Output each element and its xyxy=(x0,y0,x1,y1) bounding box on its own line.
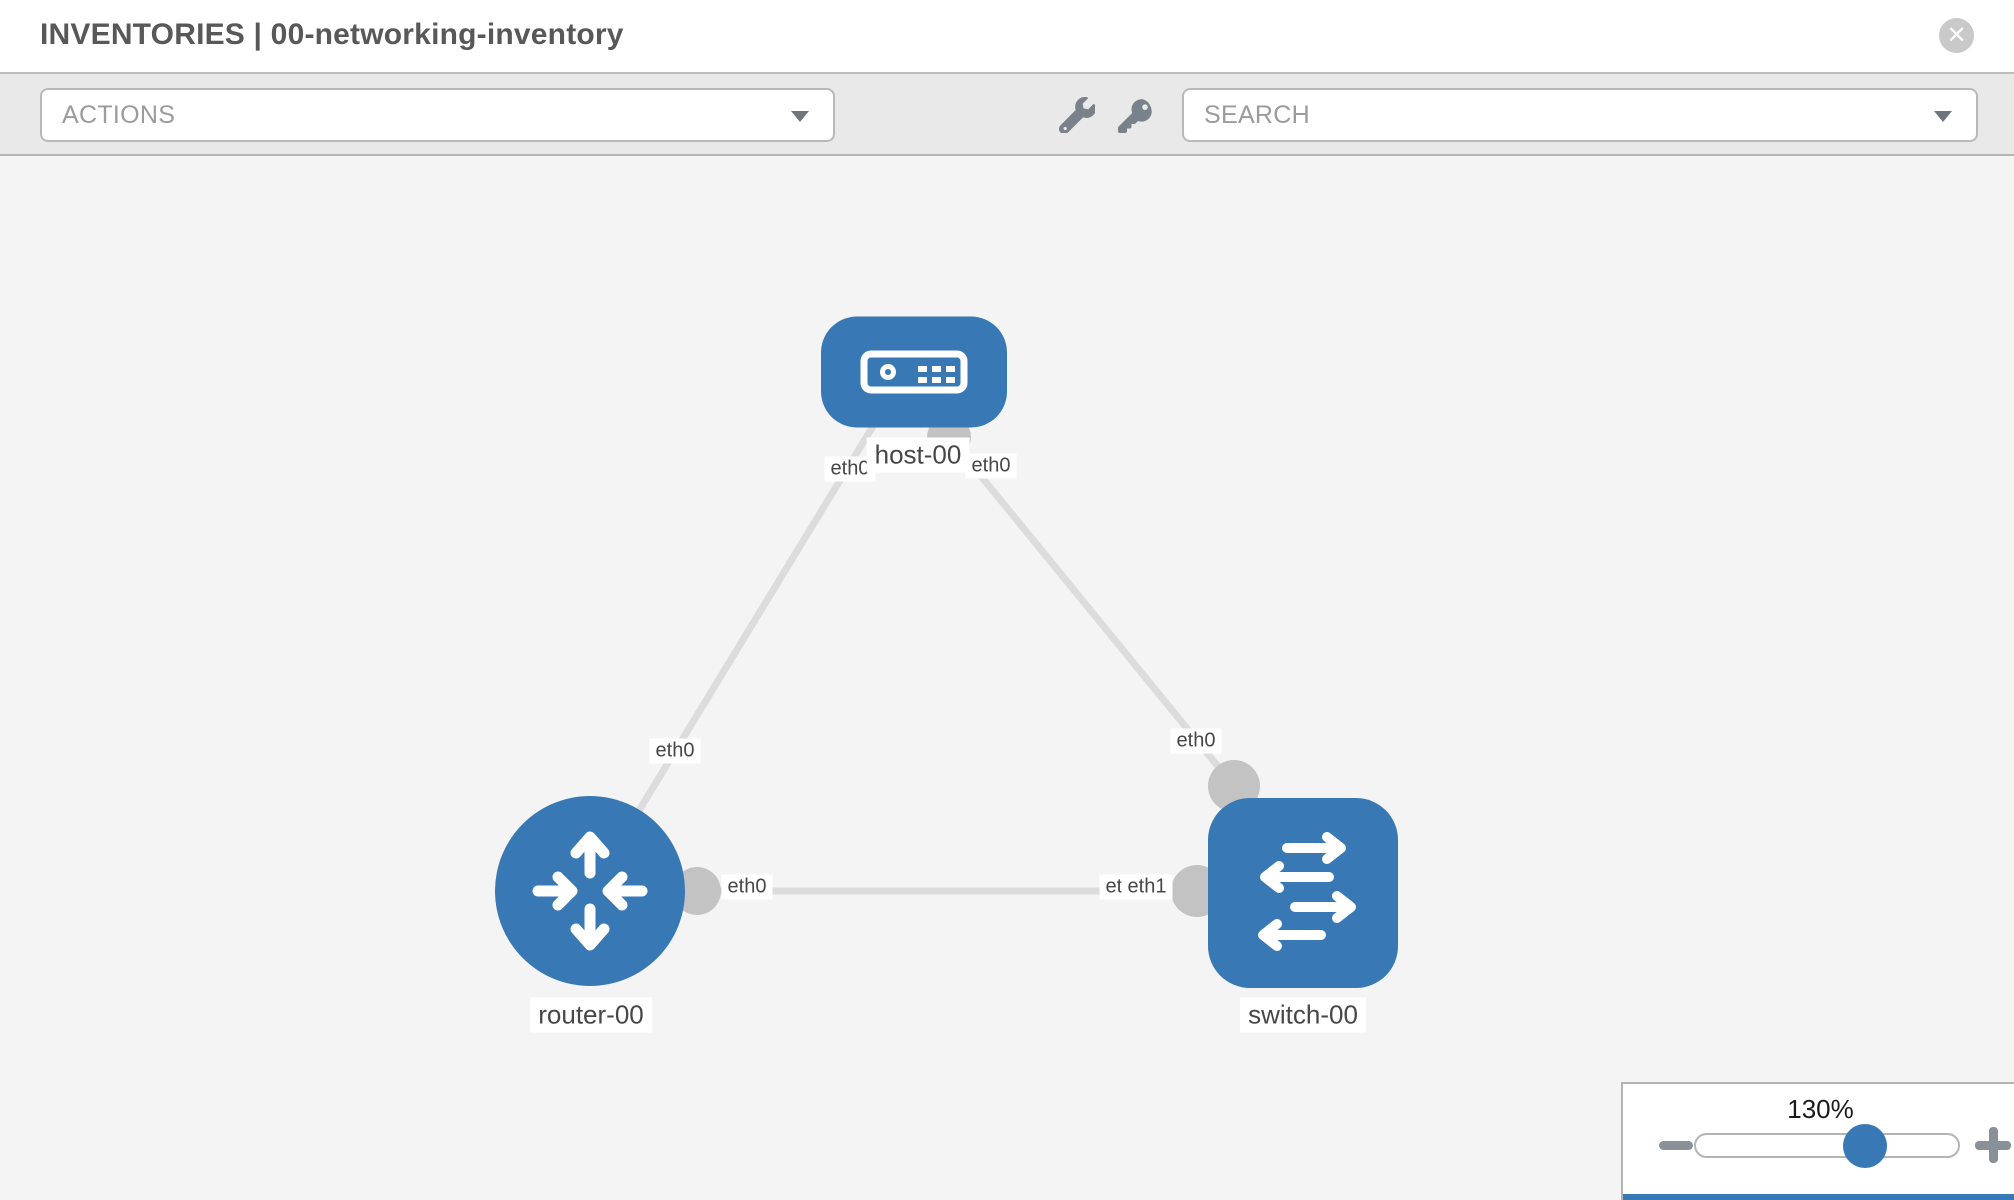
topology-canvas[interactable]: eth0eth0eth0eth0eth0eth0eth1host-00route… xyxy=(0,156,2014,1200)
search-dropdown-label: SEARCH xyxy=(1204,100,1310,129)
close-icon: ✕ xyxy=(1946,22,1967,49)
interface-label-switch-side-eth1: eth1 xyxy=(1121,874,1173,900)
search-dropdown[interactable]: SEARCH xyxy=(1182,88,1978,142)
interface-label-host-right-eth0: eth0 xyxy=(965,453,1017,479)
chevron-down-icon xyxy=(791,111,809,122)
bottom-accent-bar xyxy=(1623,1194,2014,1200)
zoom-panel: 130% xyxy=(1621,1082,2014,1200)
node-host-00[interactable] xyxy=(821,316,1007,428)
interface-label-router-side-eth0: eth0 xyxy=(721,874,773,900)
node-label-switch-00[interactable]: switch-00 xyxy=(1240,997,1366,1033)
interface-label-switch-link-eth0: eth0 xyxy=(1170,728,1222,754)
host-icon xyxy=(860,350,968,394)
actions-dropdown[interactable]: ACTIONS xyxy=(40,88,835,142)
zoom-slider-track[interactable] xyxy=(1694,1133,1960,1158)
host-shape[interactable] xyxy=(821,316,1007,428)
topology-labels: eth0eth0eth0eth0eth0eth0eth1host-00route… xyxy=(0,156,2014,1200)
configure-button[interactable] xyxy=(1050,88,1104,142)
interface-label-router-link-eth0: eth0 xyxy=(649,738,701,764)
switch-icon xyxy=(1258,832,1356,951)
credentials-button[interactable] xyxy=(1109,88,1163,142)
zoom-out-button[interactable] xyxy=(1659,1141,1693,1150)
close-button[interactable]: ✕ xyxy=(1939,18,1974,53)
node-label-router-00[interactable]: router-00 xyxy=(530,997,652,1033)
router-icon xyxy=(532,831,648,951)
link-host-switch[interactable] xyxy=(946,434,1237,789)
node-switch-00[interactable] xyxy=(1208,798,1398,988)
node-router-00[interactable] xyxy=(495,796,685,986)
actions-dropdown-label: ACTIONS xyxy=(62,100,176,129)
chevron-down-icon xyxy=(1934,111,1952,122)
interface-connector-router-right[interactable] xyxy=(673,867,721,915)
node-label-host-00[interactable]: host-00 xyxy=(866,437,970,473)
wrench-icon xyxy=(1059,97,1095,133)
zoom-in-button[interactable] xyxy=(1975,1127,2011,1163)
zoom-level-value: 130% xyxy=(1787,1094,1854,1124)
toolbar: ACTIONS SEARCH xyxy=(0,72,2014,156)
header: INVENTORIES | 00-networking-inventory ✕ xyxy=(0,0,2014,72)
key-icon xyxy=(1118,99,1152,133)
router-shape[interactable] xyxy=(495,796,685,986)
switch-shape[interactable] xyxy=(1208,798,1398,988)
zoom-slider-thumb[interactable] xyxy=(1843,1124,1887,1168)
topology-graph xyxy=(495,316,1398,988)
page-title: INVENTORIES | 00-networking-inventory xyxy=(40,18,624,51)
